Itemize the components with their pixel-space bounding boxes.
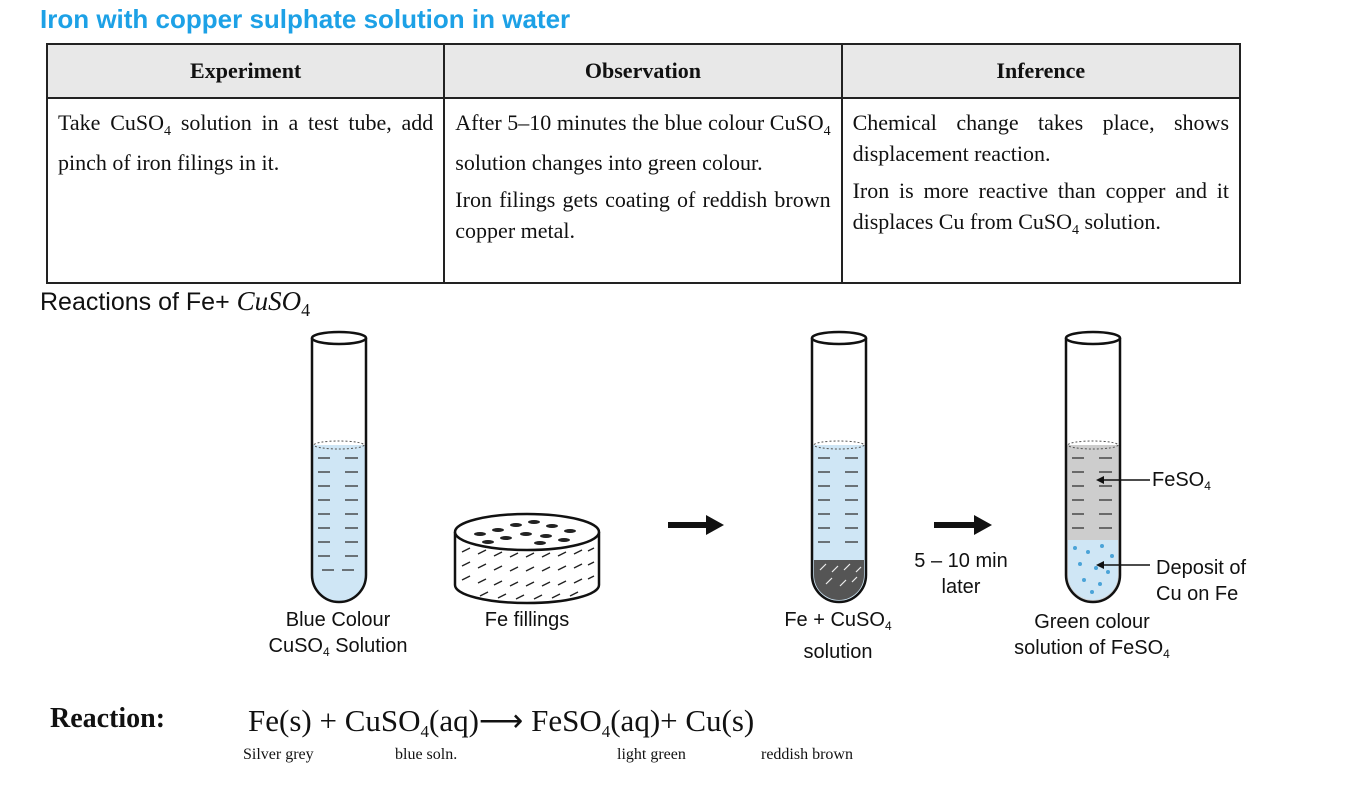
note-silver-grey: Silver grey (243, 746, 314, 763)
header-inference: Inference (840, 43, 1242, 99)
note-reddish-brown: reddish brown (761, 746, 853, 763)
table-row: Take CuSO4 solution in a test tube, add … (45, 97, 1242, 284)
header-experiment: Experiment (45, 43, 446, 99)
inference-cell: Chemical change takes place, shows displ… (840, 97, 1242, 284)
label-feso4: FeSO4 (1152, 469, 1211, 493)
inference-text-2: Iron is more reactive than copper and it… (852, 178, 1229, 238)
label-fe-cuso4: Fe + CuSO4 solution (784, 609, 892, 663)
label-blue-cuso4: Blue Colour CuSO4 Solution (268, 609, 408, 659)
experiment-table: Experiment Observation Inference Take Cu… (45, 43, 1242, 284)
label-green-feso4: Green colour solution of FeSO4 (1014, 611, 1170, 661)
label-fe-filings: Fe fillings (484, 609, 570, 631)
label-deposit: Deposit of Cu on Fe (1156, 557, 1247, 605)
experiment-text: Take CuSO4 solution in a test tube, add … (58, 110, 434, 175)
page-title: Iron with copper sulphate solution in wa… (40, 4, 571, 34)
observation-cell: After 5–10 minutes the blue colour CuSO4… (443, 97, 843, 284)
reaction-diagram (310, 330, 1150, 605)
inference-text-1: Chemical change takes place, shows displ… (852, 110, 1229, 166)
observation-text-1: After 5–10 minutes the blue colour CuSO4… (455, 110, 831, 175)
test-tube-feso4 (1064, 330, 1122, 604)
deposit-pointer (1096, 561, 1150, 569)
reactions-heading: Reactions of Fe+ CuSO4 (40, 286, 311, 320)
label-time: 5 – 10 min later (914, 550, 1008, 598)
note-light-green: light green (617, 746, 686, 763)
header-observation: Observation (443, 43, 843, 99)
note-blue-soln: blue soln. (395, 746, 458, 763)
observation-text-2: Iron filings gets coating of reddish bro… (455, 187, 831, 243)
test-tube-blue-cuso4 (310, 330, 368, 604)
table-header-row: Experiment Observation Inference (45, 43, 1242, 99)
feso4-pointer (1096, 476, 1150, 484)
arrow-right-icon (668, 515, 724, 535)
test-tube-fe-cuso4 (810, 330, 868, 604)
dish-fe-filings (453, 512, 601, 605)
chemical-equation: Fe(s) + CuSO4(aq)⟶ FeSO4(aq)+ Cu(s) (248, 703, 755, 741)
arrow-right-icon (934, 515, 992, 535)
experiment-cell: Take CuSO4 solution in a test tube, add … (45, 97, 446, 284)
equation-label: Reaction: (50, 703, 166, 734)
